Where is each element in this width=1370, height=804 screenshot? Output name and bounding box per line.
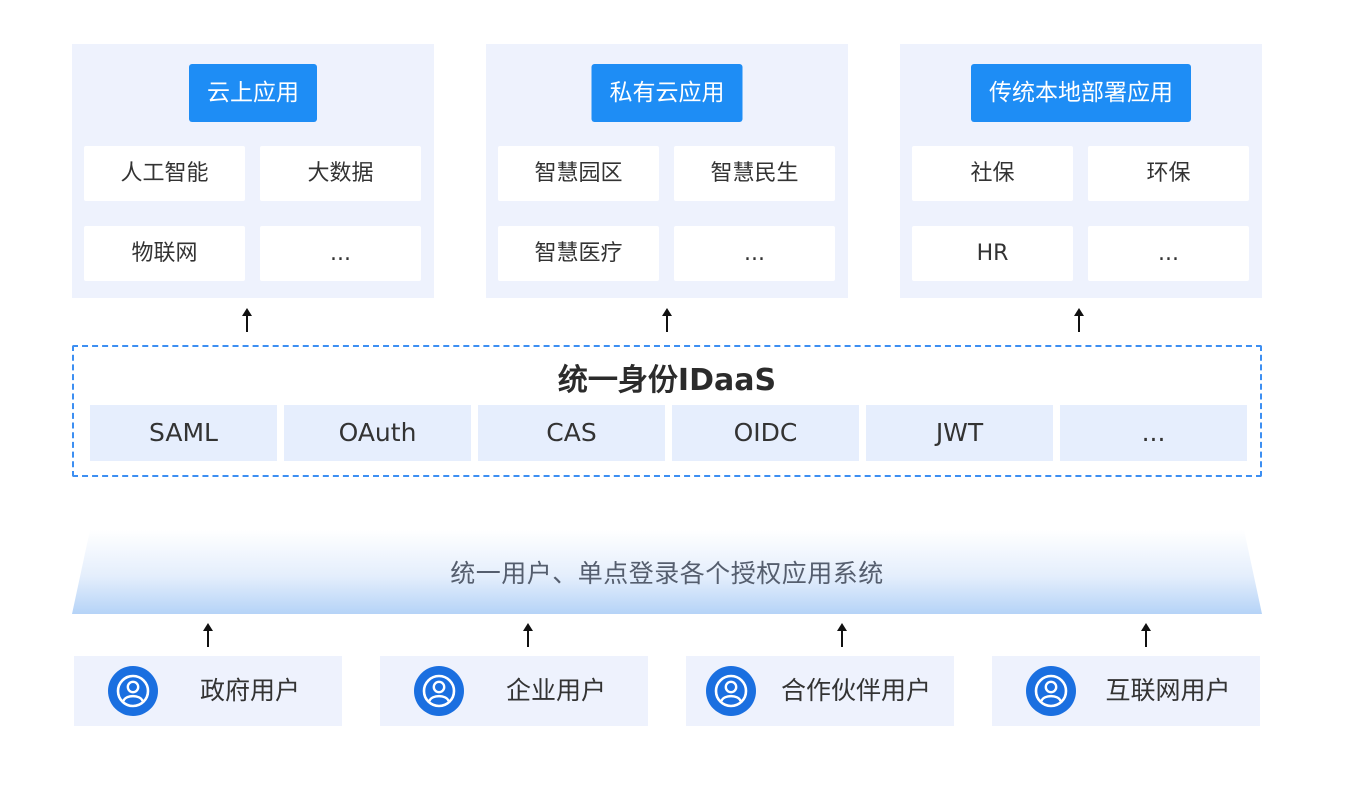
protocol-tile: SAML [90, 405, 277, 461]
protocol-tile: OAuth [284, 405, 471, 461]
user-group-enterprise: 企业用户 [380, 656, 648, 726]
banner-trapezoid [72, 530, 1262, 614]
app-tile: ... [260, 226, 421, 281]
app-tile: 物联网 [84, 226, 245, 281]
user-group-label: 互联网用户 [1105, 676, 1231, 705]
arrow-up-icon [202, 622, 214, 648]
arrow-up-icon [836, 622, 848, 648]
user-group-government: 政府用户 [74, 656, 342, 726]
user-circle-icon [108, 666, 158, 716]
app-tile: ... [1088, 226, 1249, 281]
panel-on-premise-apps: 传统本地部署应用 社保 环保 HR ... [900, 44, 1262, 298]
panel-cloud-apps: 云上应用 人工智能 大数据 物联网 ... [72, 44, 434, 298]
user-group-label: 政府用户 [199, 676, 300, 705]
user-group-label: 合作伙伴用户 [780, 676, 931, 705]
idaas-title: 统一身份IDaaS [557, 363, 777, 398]
protocol-tile: CAS [478, 405, 665, 461]
app-tile: 环保 [1088, 146, 1249, 201]
panel-private-cloud-apps: 私有云应用 智慧园区 智慧民生 智慧医疗 ... [486, 44, 848, 298]
banner-text: 统一用户、单点登录各个授权应用系统 [450, 559, 884, 588]
user-group-partner: 合作伙伴用户 [686, 656, 954, 726]
arrow-up-icon [1073, 307, 1085, 333]
sso-banner: 统一用户、单点登录各个授权应用系统 [72, 530, 1262, 614]
user-circle-icon [1026, 666, 1076, 716]
app-tile: 智慧园区 [498, 146, 659, 201]
app-tile: 社保 [912, 146, 1073, 201]
arrow-up-icon [522, 622, 534, 648]
panel-title: 云上应用 [189, 64, 317, 122]
app-tile: HR [912, 226, 1073, 281]
app-tile: ... [674, 226, 835, 281]
protocol-tile: OIDC [672, 405, 859, 461]
arrow-up-icon [241, 307, 253, 333]
arrow-up-icon [661, 307, 673, 333]
app-tile: 大数据 [260, 146, 421, 201]
arrow-up-icon [1140, 622, 1152, 648]
idaas-box: 统一身份IDaaS SAML OAuth CAS OIDC JWT ... [72, 345, 1262, 477]
panel-title: 私有云应用 [591, 64, 743, 122]
user-group-label: 企业用户 [505, 676, 606, 705]
protocol-tile: JWT [866, 405, 1053, 461]
panel-title: 传统本地部署应用 [971, 64, 1191, 122]
app-tile: 智慧医疗 [498, 226, 659, 281]
user-group-internet: 互联网用户 [992, 656, 1260, 726]
app-tile: 智慧民生 [674, 146, 835, 201]
user-circle-icon [706, 666, 756, 716]
user-circle-icon [414, 666, 464, 716]
app-tile: 人工智能 [84, 146, 245, 201]
protocol-tile: ... [1060, 405, 1247, 461]
